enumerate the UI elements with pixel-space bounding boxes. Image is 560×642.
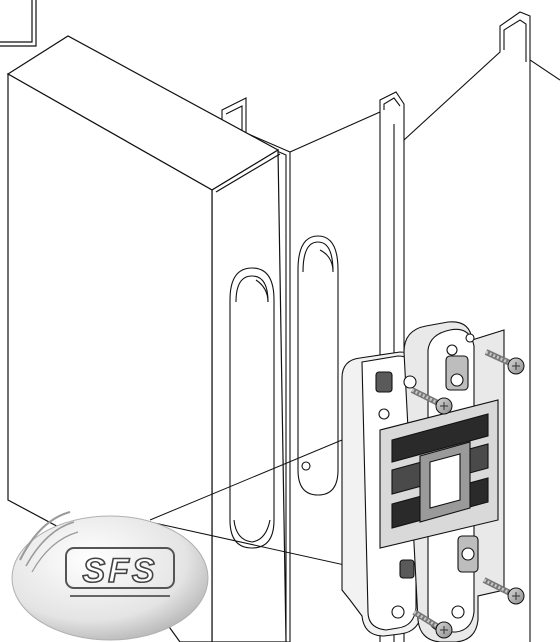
screw-icon: [410, 349, 525, 639]
sfs-logo-icon: SFS: [11, 511, 209, 641]
door-slot: [229, 267, 275, 549]
concealed-hinge: [301, 321, 505, 642]
frame-slot: [297, 235, 339, 496]
corner-frame-fragment: [0, 0, 37, 47]
logo-text: SFS: [82, 552, 157, 590]
